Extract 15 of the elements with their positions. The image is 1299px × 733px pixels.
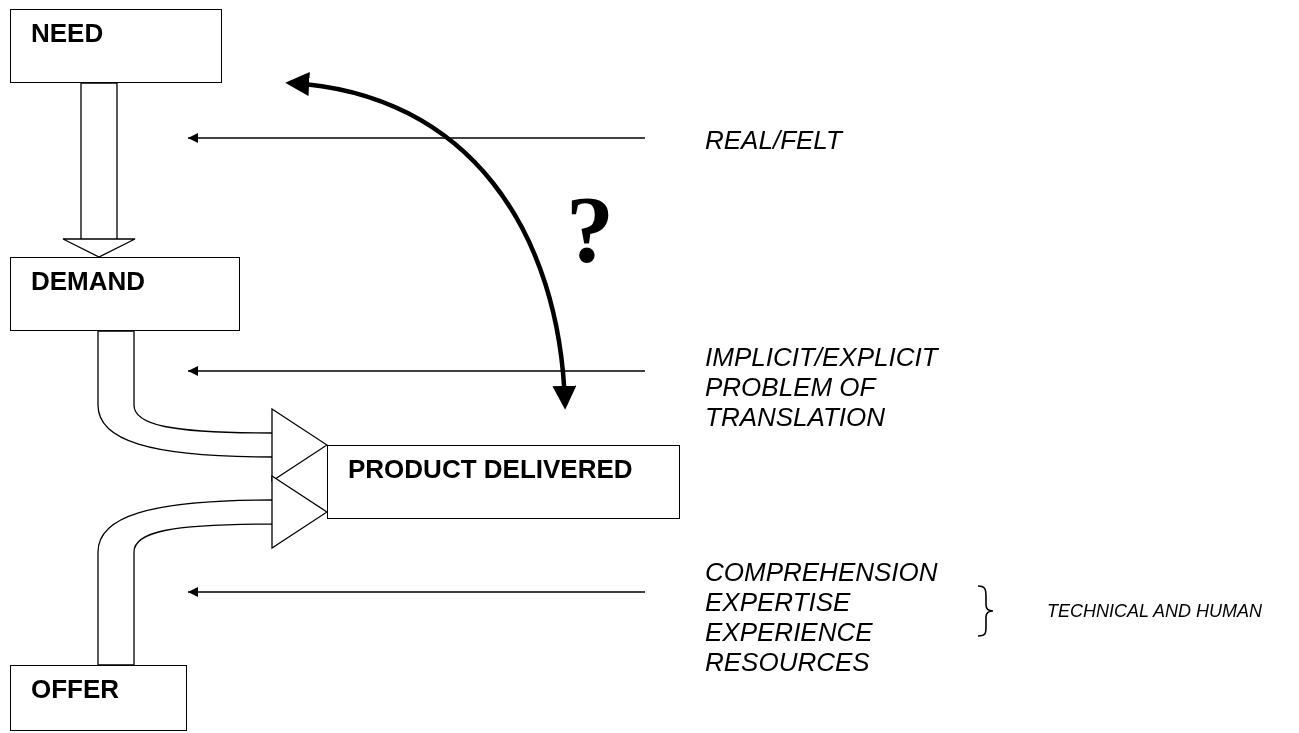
- process-box: NEED: [10, 9, 222, 83]
- process-box: DEMAND: [10, 257, 240, 331]
- block-arrow: [97, 475, 328, 666]
- arrow: [187, 587, 646, 597]
- curved-double-arrow: [285, 73, 576, 410]
- arrow: [187, 366, 646, 376]
- note-text: IMPLICIT/EXPLICIT PROBLEM OF TRANSLATION: [705, 342, 985, 432]
- note-text: TECHNICAL AND HUMAN: [1047, 601, 1263, 621]
- process-box: OFFER: [10, 665, 187, 731]
- arrow: [187, 133, 646, 143]
- note-text: COMPREHENSION EXPERTISE EXPERIENCE RESOURCES: [705, 557, 955, 677]
- process-box: PRODUCT DELIVERED: [327, 445, 680, 519]
- question-mark: ?: [566, 180, 614, 280]
- block-arrow: [62, 82, 136, 258]
- note-text: REAL/FELT: [705, 125, 925, 155]
